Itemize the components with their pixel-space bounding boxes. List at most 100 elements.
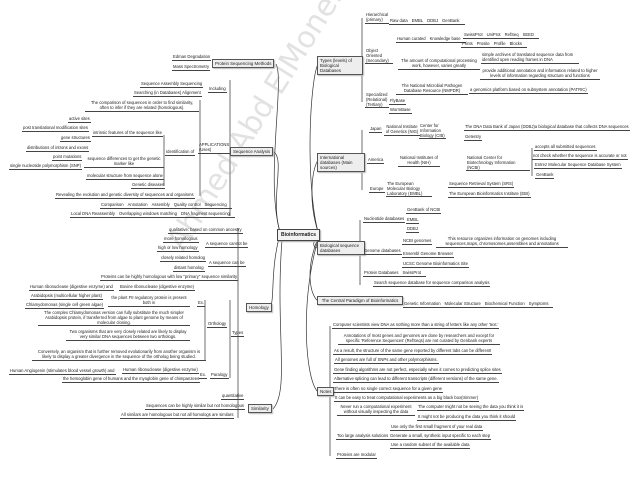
kb-item[interactable]: RefSeq — [504, 32, 519, 37]
intrinsic-item[interactable]: active sites — [68, 116, 91, 123]
kb-item[interactable]: Profile — [493, 41, 506, 46]
curated-item[interactable]: Human curated — [397, 36, 426, 41]
protein-db-node[interactable]: Protein Databases — [364, 270, 399, 275]
note-item[interactable]: All genomes are full of SNPs and other p… — [334, 357, 439, 364]
flybase-node[interactable]: FlyBase — [389, 98, 407, 105]
large-item[interactable]: Generate a small, synthetic input specif… — [389, 433, 492, 440]
curated-item[interactable]: Knowledge base — [429, 36, 461, 41]
simple-archives-node[interactable]: simple archives of translated sequence d… — [481, 52, 579, 64]
europe-node[interactable]: Europe — [369, 186, 385, 193]
ddbj-node[interactable]: The DNA Data Bank of Japan (DDBJ)a biolo… — [464, 124, 630, 131]
central-topic[interactable]: Bioinformatics — [277, 229, 321, 241]
note-item[interactable]: Gene finding algorithms are not perfect,… — [333, 367, 502, 374]
central-paradigm-node[interactable]: The Central Paradigm of Bioinformatics — [317, 296, 403, 305]
note-item[interactable]: There is often no single correct sequenc… — [333, 386, 444, 393]
including-item[interactable]: Sequence Assembly Sequencing — [140, 81, 204, 88]
bio-seq-db-node[interactable]: Biological sequence databases — [317, 241, 365, 255]
nucleotide-item[interactable]: EMBL — [406, 217, 420, 224]
local-item[interactable]: DNA fragment sequencing — [180, 211, 230, 216]
ortho-far-node[interactable]: Conversely, an organism that is further … — [32, 349, 206, 361]
secondary-node[interactable]: Object Oriented (Secondary) — [365, 48, 393, 65]
para-example[interactable]: the hemoglobin gene of humans and the my… — [62, 376, 201, 383]
differences-item[interactable]: single nucleotide polymorphism (SNP) — [9, 163, 82, 170]
revealing-node[interactable]: Revealing the evolution and genetic dive… — [55, 192, 195, 199]
similarity-item[interactable]: Sequences can be highly similar but not … — [145, 403, 246, 410]
intrinsic-node[interactable]: intrinsic features of the sequence like — [92, 130, 163, 137]
large-item[interactable]: Use a random subset of the available dat… — [390, 442, 471, 449]
kb-item[interactable]: SwissProt — [464, 32, 483, 37]
can-item[interactable]: distant homolog — [173, 265, 205, 272]
ortho-complex-node[interactable]: The complex Chlamydomonas version can fu… — [38, 310, 190, 327]
large-item[interactable]: Use only the first small fragment of you… — [390, 424, 484, 431]
never-item[interactable]: The computer might not be seeing the dat… — [417, 404, 525, 411]
kb-item[interactable]: Prosite — [476, 41, 490, 46]
local-item[interactable]: Local DNA Reassembly — [71, 211, 115, 216]
search-seq-node[interactable]: Search sequence database for sequence co… — [373, 280, 491, 287]
paradigm-item[interactable]: Genetic Information — [404, 301, 441, 306]
proteins-homologous-node[interactable]: Proteins can be highly homologous with l… — [100, 274, 239, 281]
protein-sequencing-methods-node[interactable]: Protein Sequencing Methods — [212, 59, 275, 68]
paradigm-item[interactable]: Biochemical Function — [484, 301, 525, 306]
intrinsic-item[interactable]: distributions of introns and exons — [26, 145, 90, 152]
identification-node[interactable]: Identification of — [165, 149, 196, 156]
tertiary-node[interactable]: Specialized (Relational) (Tertiary) — [365, 92, 389, 109]
primary-item[interactable]: DDBJ — [427, 18, 439, 23]
similarity-node[interactable]: Similarity — [248, 404, 272, 413]
types-node[interactable]: Types — [231, 330, 245, 337]
molecular-structure-node[interactable]: molecular structure from sequence alone — [86, 173, 164, 180]
proteins-modular-node[interactable]: Proteins are modular — [336, 452, 377, 459]
america-node[interactable]: America — [367, 157, 385, 164]
getentry-node[interactable]: Getentry — [464, 134, 483, 141]
embl-item[interactable]: The European Bioinformatics Institute (E… — [448, 191, 531, 198]
embl-item[interactable]: Sequence Retrieval System (SRS) — [448, 181, 515, 188]
para-example[interactable]: Human Angiogenin (stimulates blood vesse… — [9, 368, 116, 375]
cib-node[interactable]: Center for Information Biology (CIB) — [419, 123, 446, 140]
can-item[interactable]: closely related homolog — [160, 255, 206, 262]
cannot-item[interactable]: more homologous — [163, 236, 199, 243]
ncbi-item[interactable]: Entrez Molecular Sequence Database Syste… — [534, 162, 622, 169]
similarity-item[interactable]: quantitative — [221, 393, 245, 400]
nih-node[interactable]: National Institutes of Health (NIH) — [398, 155, 440, 167]
provide-node[interactable]: provide additional annotation and inform… — [480, 68, 600, 80]
ncbi-item[interactable]: accepts all submitted sequences — [534, 144, 597, 151]
differences-item[interactable]: point mutations — [52, 154, 83, 161]
primary-item[interactable]: GenBank — [442, 18, 460, 23]
never-item[interactable]: It might not be producing the data you t… — [417, 414, 517, 421]
japan-node[interactable]: Japan — [369, 126, 383, 133]
intrinsic-item[interactable]: post translational modification sites — [22, 125, 89, 132]
local-item[interactable]: Overlapping windows matching — [119, 211, 177, 216]
embl-node[interactable]: The European Molecular Biology Laborator… — [386, 181, 432, 198]
ncbi-node[interactable]: National Center for Biotechnology Inform… — [466, 155, 530, 172]
primary-node[interactable]: Hierarchical (primary) — [365, 12, 389, 24]
ortho-example[interactable]: Bovine ribonuclease (digestive enzyme) — [119, 284, 196, 291]
intrinsic-item[interactable]: gene structures — [60, 135, 91, 142]
ortho-ftl-item[interactable]: Arabidopsis (multicellular higher plant) — [30, 293, 103, 300]
wormbase-node[interactable]: WormBase — [389, 107, 412, 114]
ncbi-genomes-desc[interactable]: This resource organizes information on g… — [436, 236, 568, 248]
ncbi-item[interactable]: not check whether the sequence is accura… — [532, 153, 628, 160]
including-item[interactable]: Searching (in Databases) Alignment — [133, 90, 202, 97]
ortho-ftl-item[interactable]: Chlamydomonas (single cell green algae) — [25, 302, 105, 309]
ncbi-item[interactable]: GenBank — [535, 172, 555, 179]
swissprot-node[interactable]: SwissProt — [402, 270, 422, 275]
genome-item[interactable]: NCBI genomes — [402, 238, 433, 245]
sequence-analysis-node[interactable]: Sequence Analysis — [230, 147, 274, 156]
nucleotide-item[interactable]: DDBJ — [406, 226, 419, 233]
task-item[interactable]: Comparison — [101, 202, 124, 207]
ortho-ftl-node[interactable]: the plant FtI regulatory protein is pres… — [108, 295, 190, 307]
ortho-example[interactable]: Human ribonuclease (digestive enzyme) an… — [29, 284, 114, 291]
task-item[interactable]: Quality control — [173, 202, 201, 207]
patric-node[interactable]: a genomics platform based on subsystem a… — [469, 87, 588, 94]
kb-item[interactable]: UniProt — [486, 32, 501, 37]
note-item[interactable]: As a result, the structure of the same g… — [333, 348, 493, 355]
nig-node[interactable]: National Institute of Genetics (NIG) — [384, 124, 420, 136]
homology-node[interactable]: Homology — [246, 303, 272, 312]
qualitative-node[interactable]: qualitative: based on common ancestry — [168, 227, 243, 234]
mass-spec-node[interactable]: Mass Spectrometry — [172, 64, 211, 71]
orthology-node[interactable]: Orthology — [207, 321, 228, 328]
nmpdr-node[interactable]: The National Microbial Pathogen Database… — [396, 83, 468, 95]
cannot-be-node[interactable]: A sequence cannot be — [205, 241, 249, 248]
applications-node[interactable]: APPLICATIONS (Uses) — [198, 142, 230, 154]
db-types-node[interactable]: Types (levels) of Biological Databases — [317, 56, 363, 75]
ortho-close-node[interactable]: Two organisms that are very closely rela… — [66, 329, 190, 341]
